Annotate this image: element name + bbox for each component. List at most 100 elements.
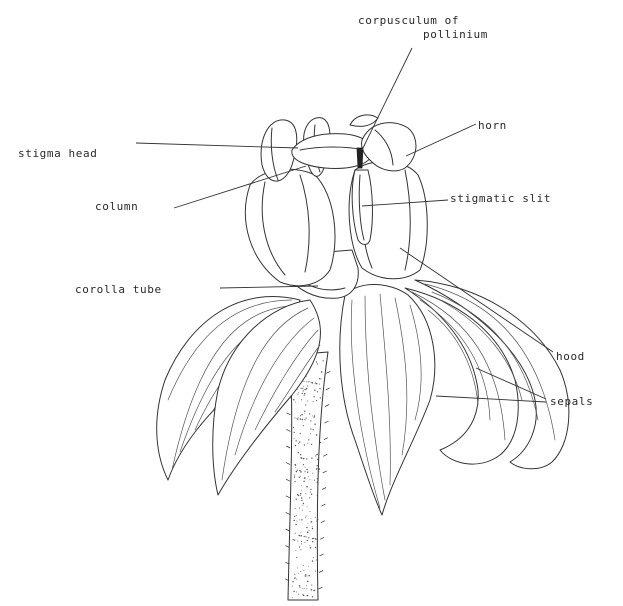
stem-stipple-dot xyxy=(299,585,301,587)
stem-stipple-dot xyxy=(304,588,305,589)
stem-stipple-dot xyxy=(297,394,298,395)
stem-stipple-dot xyxy=(294,481,295,482)
stem-stipple-dot xyxy=(302,414,303,415)
stem-stipple-dot xyxy=(303,570,304,571)
stem-stipple-dot xyxy=(300,433,301,434)
stem-stipple-dot xyxy=(294,474,295,475)
stem-stipple-dot xyxy=(312,538,313,539)
stem-stipple-dot xyxy=(298,417,299,418)
stem-stipple-dot xyxy=(305,542,306,543)
stem-stipple-dot xyxy=(316,469,317,470)
stem-stipple-dot xyxy=(302,505,303,506)
stem-stipple-dot xyxy=(299,535,301,537)
stem-stipple-dot xyxy=(314,424,315,425)
stem-stipple-dot xyxy=(320,397,321,398)
label-column: column xyxy=(95,200,138,213)
stem-stipple-dot xyxy=(293,427,294,428)
stem-stipple-dot xyxy=(306,516,307,517)
stem-stipple-dot xyxy=(315,455,316,456)
label-stigmatic-slit: stigmatic slit xyxy=(450,192,551,205)
stem-stipple-dot xyxy=(316,468,317,469)
stem-stipple-dot xyxy=(316,434,318,436)
stem-stipple-dot xyxy=(300,418,302,420)
stem-stipple-dot xyxy=(302,388,303,389)
stem-stipple-dot xyxy=(310,433,311,434)
stem-stipple-dot xyxy=(311,494,312,495)
stem-stipple-dot xyxy=(303,458,304,459)
stem-stipple-dot xyxy=(316,361,317,362)
stem-stipple-dot xyxy=(302,419,304,421)
stem-stipple-dot xyxy=(303,503,304,504)
stem-stipple-dot xyxy=(313,590,314,591)
stem-stipple-dot xyxy=(313,396,314,397)
stem-stipple-dot xyxy=(301,497,302,498)
stem-hair xyxy=(287,413,291,415)
stem-stipple-dot xyxy=(315,571,316,572)
stem-stipple-dot xyxy=(294,464,296,466)
stem-stipple-dot xyxy=(311,521,313,523)
stem-stipple-dot xyxy=(299,441,300,442)
stem-stipple-dot xyxy=(305,404,306,405)
stem-stipple-dot xyxy=(306,469,308,471)
stem-stipple-dot xyxy=(300,471,302,473)
stem-hair xyxy=(286,512,290,514)
stem-stipple-dot xyxy=(310,489,311,490)
stem-stipple-dot xyxy=(313,401,314,402)
stem-stipple-dot xyxy=(293,591,294,592)
stem-stipple-dot xyxy=(293,520,295,522)
stem-stipple-dot xyxy=(314,415,315,416)
stem-stipple-dot xyxy=(305,493,306,494)
stem-stipple-dot xyxy=(312,560,313,561)
stem-hair xyxy=(326,388,330,390)
stem-stipple-dot xyxy=(307,443,308,444)
stem-stipple-dot xyxy=(307,532,309,534)
stem-stipple-dot xyxy=(306,418,307,419)
stem-hair xyxy=(323,454,327,456)
stem-stipple-dot xyxy=(304,478,305,479)
stem-stipple-dot xyxy=(304,536,305,537)
stem-stipple-dot xyxy=(300,549,301,550)
stem-stipple-dot xyxy=(304,393,306,395)
stem-stipple-dot xyxy=(296,557,297,558)
stem-hair xyxy=(321,504,325,506)
stem-stipple-dot xyxy=(308,523,309,524)
stem-stipple-dot xyxy=(306,486,308,488)
stem-stipple-dot xyxy=(307,506,308,507)
stem-stipple-dot xyxy=(300,495,301,496)
stem-stipple-dot xyxy=(323,360,324,361)
stem-stipple-dot xyxy=(301,485,302,486)
stem-stipple-dot xyxy=(316,521,317,522)
stem-stipple-dot xyxy=(316,383,318,385)
stem-hair xyxy=(321,521,325,523)
stem-stipple-dot xyxy=(313,557,314,558)
stem-stipple-dot xyxy=(295,467,296,468)
stem-stipple-dot xyxy=(292,586,293,587)
stem-stipple-dot xyxy=(308,575,310,577)
stem-stipple-dot xyxy=(301,543,302,544)
stem-stipple-dot xyxy=(301,399,302,400)
stem-stipple-dot xyxy=(293,539,294,540)
stem-stipple-dot xyxy=(302,393,303,394)
stem-stipple-dot xyxy=(303,464,304,465)
stem-stipple-dot xyxy=(297,470,298,471)
stem-stipple-dot xyxy=(294,432,295,433)
stem-stipple-dot xyxy=(321,371,323,373)
stem-stipple-dot xyxy=(300,535,302,537)
stem-stipple-dot xyxy=(308,530,309,531)
stem-stipple-dot xyxy=(301,541,302,542)
stem-stipple-dot xyxy=(317,391,318,392)
stem-stipple-dot xyxy=(304,395,305,396)
stem-stipple-dot xyxy=(306,527,307,528)
stem-stipple-dot xyxy=(295,402,296,403)
stem-stipple-dot xyxy=(308,476,309,477)
stem-stipple-dot xyxy=(308,566,309,567)
stem-stipple-dot xyxy=(317,478,318,479)
stem-stipple-dot xyxy=(308,537,309,538)
stem-stipple-dot xyxy=(298,443,299,444)
stem-stipple-dot xyxy=(296,592,297,593)
stem-stipple-dot xyxy=(310,479,311,480)
stem-stipple-dot xyxy=(306,388,308,390)
stem-hair xyxy=(323,471,327,473)
